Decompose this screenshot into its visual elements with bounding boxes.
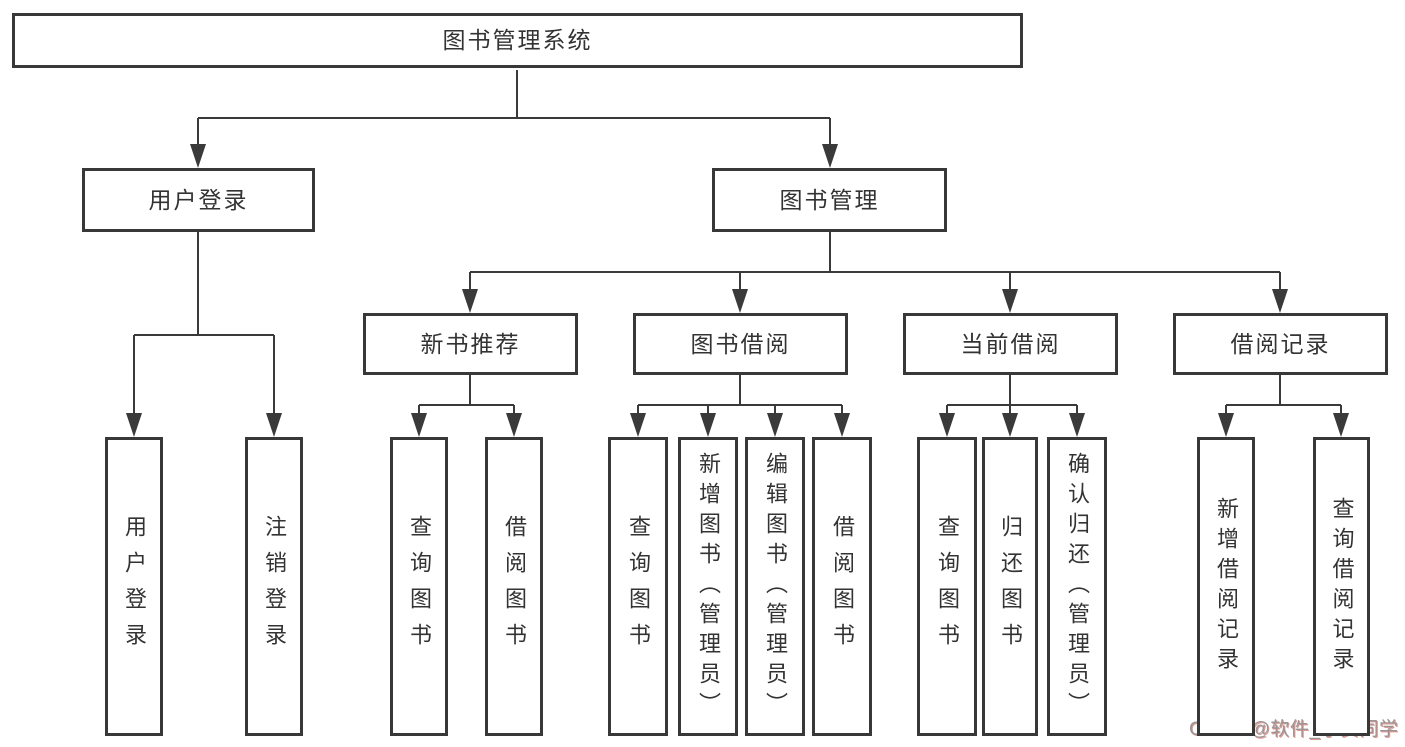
node-borrow-books-op: 借阅图书 bbox=[812, 437, 872, 736]
node-book-borrow: 图书借阅 bbox=[633, 313, 848, 375]
connector-line bbox=[946, 405, 948, 415]
node-query-borrow-record: 查询借阅记录 bbox=[1313, 437, 1370, 736]
node-user-login: 用户登录 bbox=[82, 168, 315, 232]
node-label: 归还图书 bbox=[998, 514, 1023, 659]
connector-line bbox=[829, 118, 831, 146]
node-label: 编辑图书（管理员） bbox=[763, 451, 788, 722]
node-label: 图书借阅 bbox=[690, 330, 791, 357]
node-book-management: 图书管理 bbox=[712, 168, 947, 232]
arrowhead-down-icon bbox=[834, 413, 850, 437]
connector-line bbox=[134, 334, 274, 336]
arrowhead-down-icon bbox=[462, 289, 478, 313]
node-root: 图书管理系统 bbox=[12, 13, 1023, 68]
node-label: 查询图书 bbox=[935, 514, 960, 659]
node-label: 图书管理系统 bbox=[442, 27, 593, 53]
arrowhead-down-icon bbox=[630, 413, 646, 437]
connector-line bbox=[707, 405, 709, 415]
connector-line bbox=[1009, 405, 1011, 415]
node-label: 查询借阅记录 bbox=[1329, 496, 1355, 677]
arrowhead-down-icon bbox=[506, 413, 522, 437]
node-borrow-records: 借阅记录 bbox=[1173, 313, 1388, 375]
node-label: 注销登录 bbox=[262, 514, 287, 659]
connector-line bbox=[739, 272, 741, 291]
node-borrow-books-recommend: 借阅图书 bbox=[485, 437, 543, 736]
node-add-borrow-record: 新增借阅记录 bbox=[1197, 437, 1255, 736]
node-query-books-borrow: 查询图书 bbox=[608, 437, 668, 736]
connector-line bbox=[197, 232, 199, 335]
connector-line bbox=[1279, 272, 1281, 291]
arrowhead-down-icon bbox=[190, 144, 206, 168]
connector-line bbox=[1009, 272, 1011, 291]
connector-line bbox=[470, 271, 1280, 273]
arrowhead-down-icon bbox=[126, 413, 142, 437]
node-label: 查询图书 bbox=[626, 514, 651, 659]
arrowhead-down-icon bbox=[732, 289, 748, 313]
connector-line bbox=[1009, 375, 1011, 405]
connector-line bbox=[513, 405, 515, 415]
arrowhead-down-icon bbox=[1002, 289, 1018, 313]
arrowhead-down-icon bbox=[1069, 413, 1085, 437]
arrowhead-down-icon bbox=[1218, 413, 1234, 437]
arrowhead-down-icon bbox=[939, 413, 955, 437]
node-label: 借阅记录 bbox=[1230, 330, 1331, 357]
connector-line bbox=[1226, 404, 1341, 406]
connector-line bbox=[739, 375, 741, 405]
connector-line bbox=[774, 405, 776, 415]
connector-line bbox=[419, 404, 514, 406]
connector-line bbox=[418, 405, 420, 415]
connector-line bbox=[273, 335, 275, 415]
node-label: 当前借阅 bbox=[960, 330, 1061, 357]
connector-line bbox=[469, 272, 471, 291]
connector-line bbox=[638, 404, 842, 406]
node-current-borrow: 当前借阅 bbox=[903, 313, 1118, 375]
connector-line bbox=[1279, 375, 1281, 405]
arrowhead-down-icon bbox=[822, 144, 838, 168]
connector-line bbox=[516, 70, 518, 118]
node-label: 确认归还（管理员） bbox=[1065, 451, 1090, 722]
node-logout-op: 注销登录 bbox=[245, 437, 303, 736]
connector-line bbox=[637, 405, 639, 415]
arrowhead-down-icon bbox=[411, 413, 427, 437]
arrowhead-down-icon bbox=[1002, 413, 1018, 437]
node-label: 查询图书 bbox=[407, 514, 432, 659]
arrowhead-down-icon bbox=[1333, 413, 1349, 437]
connector-line bbox=[1225, 405, 1227, 415]
node-confirm-return-admin: 确认归还（管理员） bbox=[1047, 437, 1107, 736]
node-add-book-admin: 新增图书（管理员） bbox=[678, 437, 738, 736]
connector-line bbox=[133, 335, 135, 415]
node-label: 新增图书（管理员） bbox=[696, 451, 721, 722]
node-label: 新增借阅记录 bbox=[1214, 496, 1239, 677]
node-label: 借阅图书 bbox=[502, 514, 527, 659]
node-label: 用户登录 bbox=[148, 186, 249, 213]
connector-line bbox=[469, 375, 471, 405]
node-query-books-recommend: 查询图书 bbox=[390, 437, 448, 736]
arrowhead-down-icon bbox=[1272, 289, 1288, 313]
node-return-book: 归还图书 bbox=[982, 437, 1038, 736]
connector-line bbox=[841, 405, 843, 415]
connector-line bbox=[1076, 405, 1078, 415]
connector-line bbox=[947, 404, 1077, 406]
connector-line bbox=[1340, 405, 1342, 415]
node-user-login-op: 用户登录 bbox=[105, 437, 163, 736]
arrowhead-down-icon bbox=[767, 413, 783, 437]
connector-line bbox=[198, 117, 830, 119]
node-edit-book-admin: 编辑图书（管理员） bbox=[745, 437, 805, 736]
connector-line bbox=[829, 232, 831, 272]
connector-line bbox=[197, 118, 199, 146]
node-label: 图书管理 bbox=[779, 186, 880, 213]
node-new-book-recommend: 新书推荐 bbox=[363, 313, 578, 375]
node-query-books-current: 查询图书 bbox=[917, 437, 977, 736]
node-label: 用户登录 bbox=[122, 514, 147, 659]
arrowhead-down-icon bbox=[700, 413, 716, 437]
node-label: 新书推荐 bbox=[420, 330, 521, 357]
arrowhead-down-icon bbox=[266, 413, 282, 437]
node-label: 借阅图书 bbox=[830, 514, 855, 659]
